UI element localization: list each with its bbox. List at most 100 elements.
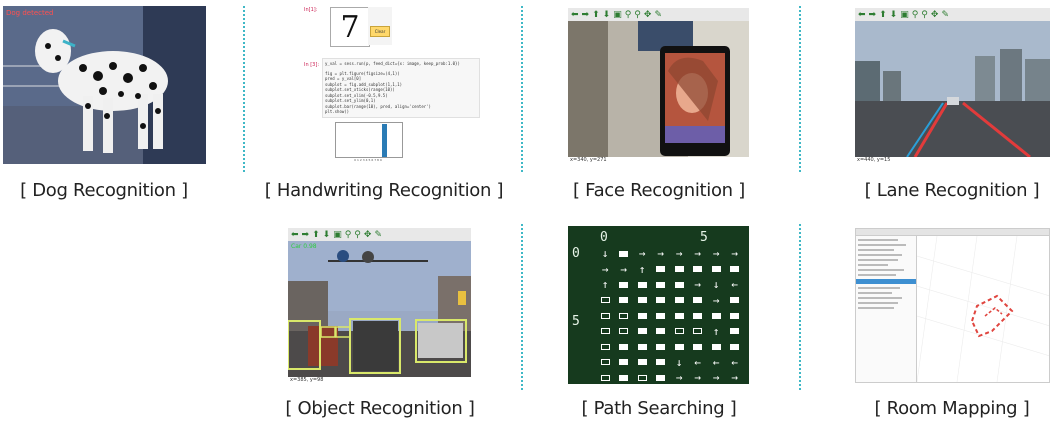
lane-recognition-caption: [ Lane Recognition ] (864, 180, 1040, 201)
up-arrow-icon[interactable]: ⬆ (592, 9, 600, 20)
direction-arrow-icon: → (694, 371, 701, 384)
empty-square-icon (619, 312, 628, 319)
face-recognition-caption: [ Face Recognition ] (573, 180, 745, 201)
edit-icon[interactable]: ✎ (374, 229, 382, 240)
filled-square-icon (656, 312, 665, 319)
pan-icon[interactable]: ✥ (643, 9, 652, 20)
zoom-out-icon[interactable]: ⚲ (634, 9, 641, 20)
pan-icon[interactable]: ✥ (930, 9, 939, 20)
separator-4 (521, 224, 523, 390)
direction-arrow-icon: → (657, 247, 664, 260)
grid-cell (651, 261, 671, 278)
room-properties-panel (856, 236, 917, 382)
code-line: pred = y_val[0] (325, 76, 362, 81)
up-arrow-icon[interactable]: ⬆ (879, 9, 887, 20)
grid-cell (725, 323, 745, 340)
code-line: subplot = fig.add_subplot(1,1,1) (325, 81, 403, 87)
dog-detected-label: Dog detected (6, 9, 54, 17)
direction-arrow-icon: → (675, 371, 683, 384)
grid-cell (651, 369, 671, 384)
zoom-in-icon[interactable]: ⚲ (624, 9, 632, 20)
zoom-out-icon[interactable]: ⚲ (354, 229, 361, 240)
grid-cell (688, 338, 708, 355)
filled-square-icon (619, 343, 628, 350)
zoom-out-icon[interactable]: ⚲ (921, 9, 928, 20)
grid-cell (651, 276, 671, 293)
room-map-canvas (917, 236, 1049, 382)
empty-square-icon (693, 328, 702, 334)
grid-cell (614, 307, 634, 324)
grid-cell (595, 369, 615, 384)
direction-arrow-icon: → (675, 247, 683, 260)
direction-arrow-icon: ← (731, 278, 738, 291)
forward-arrow-icon[interactable]: ➡ (301, 229, 310, 240)
grid-cell: → (725, 245, 745, 262)
filled-square-icon (730, 343, 739, 350)
direction-arrow-icon: → (712, 293, 720, 307)
grid-cell: → (706, 369, 726, 384)
object-recognition-caption: [ Object Recognition ] (285, 398, 475, 419)
grid-cell (595, 354, 615, 371)
prediction-bar-chart (335, 122, 403, 158)
lane-scene (855, 21, 1050, 157)
filled-square-icon (637, 297, 647, 303)
grid-cell (725, 338, 745, 355)
face-recognition-image: ⬅➡⬆⬇▣⚲⚲✥✎ x=340, y=271 (568, 8, 749, 164)
forward-arrow-icon[interactable]: ➡ (581, 9, 590, 20)
down-arrow-icon[interactable]: ⬇ (322, 229, 331, 240)
filled-square-icon (693, 312, 702, 319)
zoom-in-icon[interactable]: ⚲ (344, 229, 352, 240)
lane-recognition-image: ⬅➡⬆⬇▣⚲⚲✥✎ x=440, y=15 (855, 8, 1050, 164)
grid-cell (595, 307, 615, 324)
up-arrow-icon[interactable]: ⬆ (312, 229, 320, 240)
forward-arrow-icon[interactable]: ➡ (868, 9, 877, 20)
grid-cell (632, 354, 652, 371)
cell-prompt-1: In[1]: (304, 7, 318, 13)
room-top-bar (856, 229, 1049, 236)
pan-icon[interactable]: ✥ (363, 229, 372, 240)
grid-cell (669, 292, 689, 309)
save-icon[interactable]: ▣ (333, 229, 342, 240)
grid-cell (706, 261, 726, 278)
face-toolbar: ⬅➡⬆⬇▣⚲⚲✥✎ (568, 8, 749, 21)
empty-square-icon (600, 297, 610, 303)
direction-arrow-icon: → (694, 247, 701, 260)
grid-cell: → (706, 245, 726, 262)
filled-square-icon (674, 312, 684, 319)
back-arrow-icon[interactable]: ⬅ (291, 229, 299, 240)
grid-cell (614, 354, 634, 371)
back-arrow-icon[interactable]: ⬅ (571, 9, 579, 20)
down-arrow-icon[interactable]: ⬇ (889, 9, 898, 20)
direction-arrow-icon: ↑ (638, 262, 646, 276)
face-scene (568, 21, 749, 157)
grid-cell (688, 292, 708, 309)
down-arrow-icon[interactable]: ⬇ (602, 9, 611, 20)
grid-cell (688, 261, 708, 278)
grid-cell (632, 323, 652, 340)
edit-icon[interactable]: ✎ (941, 9, 949, 20)
save-icon[interactable]: ▣ (613, 9, 622, 20)
grid-cell: → (614, 261, 634, 278)
filled-square-icon (730, 297, 739, 303)
filled-square-icon (674, 281, 684, 288)
object-recognition-image: ⬅➡⬆⬇▣⚲⚲✥✎ Car 0.98 x=385, y=98 (288, 228, 471, 384)
empty-square-icon (600, 374, 610, 381)
grid-cell: ← (688, 354, 708, 371)
save-icon[interactable]: ▣ (900, 9, 909, 20)
lane-status: x=440, y=15 (855, 157, 1050, 164)
grid-cell (614, 292, 634, 309)
zoom-in-icon[interactable]: ⚲ (911, 9, 919, 20)
direction-arrow-icon: → (731, 371, 738, 384)
edit-icon[interactable]: ✎ (654, 9, 662, 20)
grid-cell: ↑ (595, 276, 615, 293)
filled-square-icon (619, 281, 628, 288)
col-label-0: 0 (600, 230, 608, 245)
grid-cell (632, 292, 652, 309)
selected-property-row[interactable] (856, 279, 916, 284)
code-line: plt.show() (325, 109, 350, 114)
clear-button[interactable]: Clear (370, 26, 390, 37)
grid-cell: ↓ (595, 245, 615, 262)
grid-cell: ↓ (706, 276, 726, 293)
filled-square-icon (619, 374, 628, 381)
back-arrow-icon[interactable]: ⬅ (858, 9, 866, 20)
